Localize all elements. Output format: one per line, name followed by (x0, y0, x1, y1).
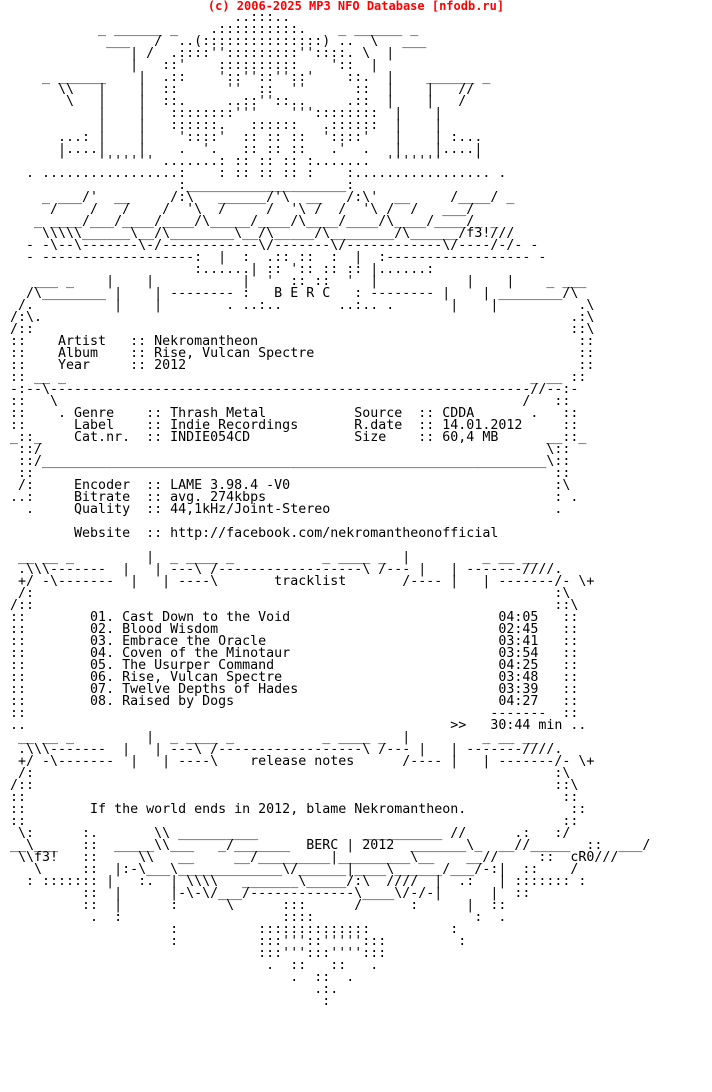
nfo-line: /: :\ (10, 586, 571, 601)
nfo-line: +/ -\------- | | ----\ release notes /--… (10, 754, 595, 769)
nfo-line: :: | : \ ::: / : | :: (10, 898, 507, 913)
nfo-line: /\________ | | -------- : B E R C : ----… (10, 286, 579, 301)
nfo-line: :: If the world ends in 2012, blame Nekr… (10, 802, 587, 817)
nfo-line: :: Album :: Rise, Vulcan Spectre :: (10, 346, 595, 361)
nfo-line: ___ / ..(:::::::::::::::) .. \ ___ (10, 34, 427, 49)
nfo-line: :: 05. The Usurper Command 04:25 :: (10, 658, 579, 673)
nfo-line: : ::::::: | :. | \\\\ _______\_____/:\ /… (10, 874, 587, 889)
nfo-line: __ __ _ | _ ____ _ _ ____ _ | _ __ __ (10, 730, 539, 745)
nfo-line: ...: | | '::::' :: :: :: '::::' | | :... (10, 130, 483, 145)
nfo-line: :......| :: ':: :: :: |......: (10, 262, 435, 277)
nfo-line: : :::'''::'''''::: : (10, 934, 467, 949)
nfo-line: . : :::: : . (10, 910, 507, 925)
nfo-line: :: 03. Embrace the Oracle 03:41 :: (10, 634, 579, 649)
nfo-line: - -\--\-------\-/------------\/-------\/… (10, 238, 539, 253)
nfo-line: .\\\------- | | ---\ /------------------… (10, 742, 563, 757)
nfo-line: ::/_____________________________________… (10, 454, 571, 469)
nfo-line: :: 04. Coven of the Minotaur 03:54 :: (10, 646, 579, 661)
nfo-line: . Quality :: 44,1kHz/Joint-Stereo . (10, 502, 563, 517)
nfo-line: | / .::::'':::::::::''::::. \ | (10, 46, 395, 61)
nfo-line: . .................: : :: :: :: : :.....… (10, 166, 507, 181)
nfo-line: \\ | | :: '' :: '' :: | | // (10, 82, 475, 97)
nfo-line: _ ____/___/____/____/\_____/____/\____/_… (10, 214, 499, 229)
nfo-line: \ :: |:-\___\_____________\/______|____\… (10, 862, 579, 877)
nfo-line: :: 01. Cast Down to the Void 04:05 :: (10, 610, 579, 625)
nfo-line: ::/ \:: (10, 442, 571, 457)
nfo-line: / / / / '\ / / '\ / / '\ / / ___/ (10, 202, 475, 217)
nfo-line: /: :\ (10, 766, 571, 781)
nfo-line: :: 08. Raised by Dogs 04:27 :: (10, 694, 579, 709)
nfo-line: /:\. .:\ (10, 310, 595, 325)
nfo-line: -:--\-----------------------------------… (10, 382, 579, 397)
nfo-line: :: 07. Twelve Depths of Hades 03:39 :: (10, 682, 579, 697)
nfo-line: __\___ :: _____\\___ _/_______ BERC | 20… (10, 838, 651, 853)
nfo-line: .:. (10, 982, 339, 997)
nfo-line: | | ::::::. :::::: .:::::: | | (10, 118, 443, 133)
nfo-line: | | ::::::::''' ''':::::::: | | (10, 106, 443, 121)
nfo-line: | ::' :::::::::: ':: | (10, 58, 379, 73)
nfo-line: ..: Bitrate :: avg. 274kbps : . (10, 490, 579, 505)
nfo-line: :: \ / :: (10, 394, 571, 409)
nfo-line: /:: ::\ (10, 598, 579, 613)
site-copyright-header: (c) 2006-2025 MP3 NFO Database [nfodb.ru… (207, 0, 505, 13)
nfo-line: _ ______ _ .::::::::::. _ ______ _ (10, 22, 419, 37)
nfo-line: . :: . (10, 970, 355, 985)
nfo-line: \ | | ::. ..::''::.. .:: | | / (10, 94, 467, 109)
nfo-line: \\\\\______\__/\________\__/\_____/\____… (10, 226, 515, 241)
nfo-line: /: Encoder :: LAME 3.98.4 -V0 :\ (10, 478, 571, 493)
nfo-line: :: . Genre :: Thrash Metal Source :: CDD… (10, 406, 579, 421)
nfo-line: :: __ _ _ __ :: (10, 370, 587, 385)
nfo-line: :: :: (10, 466, 571, 481)
nfo-line: :::''':::''''::: (10, 946, 387, 961)
nfo-line: _::_ Cat.nr. :: INDIE054CD Size :: 60,4 … (10, 430, 587, 445)
nfo-line: ' ''''''' .......: :: :: :: :....... '''… (10, 154, 483, 169)
nfo-line: /. | | . ..:.. ..:.. . | | .\ (10, 298, 595, 313)
nfo-line: .\\\------- | | ---\ /------------------… (10, 562, 563, 577)
nfo-line: \: :. \\ __________ __________ // .: :/ (10, 826, 571, 841)
nfo-line: :: 02. Blood Wisdom 02:45 :: (10, 622, 579, 637)
nfo-ascii-art-document: ..:::.. _ ______ _ .::::::::::. _ ______… (10, 10, 651, 1009)
nfo-line: Website :: http://facebook.com/nekromant… (10, 526, 499, 541)
nfo-line: :: Label :: Indie Recordings R.date :: 1… (10, 418, 579, 433)
nfo-line: /:: ::\ (10, 322, 595, 337)
nfo-line: :____________________: (10, 178, 355, 193)
nfo-line: : (10, 994, 331, 1009)
nfo-line: - -------------------: | : .:: :: : | :-… (10, 250, 547, 265)
nfo-line: _ ______ | .:: '::''::''::' ::. | ______… (10, 70, 491, 85)
nfo-line: |....| | . '. :: :: :: .' . | |....| (10, 142, 483, 157)
nfo-line: +/ -\------- | | ----\ tracklist /---- |… (10, 574, 595, 589)
nfo-line: _ ___/' __ /:\ ______/'\ __ /:\' __ /___… (10, 190, 515, 205)
nfo-line: :: | |-\-\/___/-------------\____\/-/-| … (10, 886, 531, 901)
nfo-line: :: 06. Rise, Vulcan Spectre 03:48 :: (10, 670, 579, 685)
nfo-line: :: Artist :: Nekromantheon :: (10, 334, 595, 349)
nfo-line: /:: ::\ (10, 778, 579, 793)
nfo-line: :: :: (10, 814, 579, 829)
nfo-line: ..:::.. (10, 10, 291, 25)
nfo-line: \\f3! :: \\ __ __/_________|_________\__… (10, 850, 619, 865)
nfo-line: :: :: (10, 790, 579, 805)
nfo-line: :: Year :: 2012 :: (10, 358, 595, 373)
nfo-line: : :::::::::::::: : (10, 922, 459, 937)
nfo-line: __ __ _ | _ ____ _ _ ____ _ | _ __ __ (10, 550, 539, 565)
nfo-line: .. >> 30:44 min .. (10, 718, 587, 733)
nfo-line: . :: :: . (10, 958, 379, 973)
nfo-line: :: ------- :: (10, 706, 579, 721)
nfo-line: ___ _ | | | ' :: :: ' | | | _ ___ (10, 274, 587, 289)
